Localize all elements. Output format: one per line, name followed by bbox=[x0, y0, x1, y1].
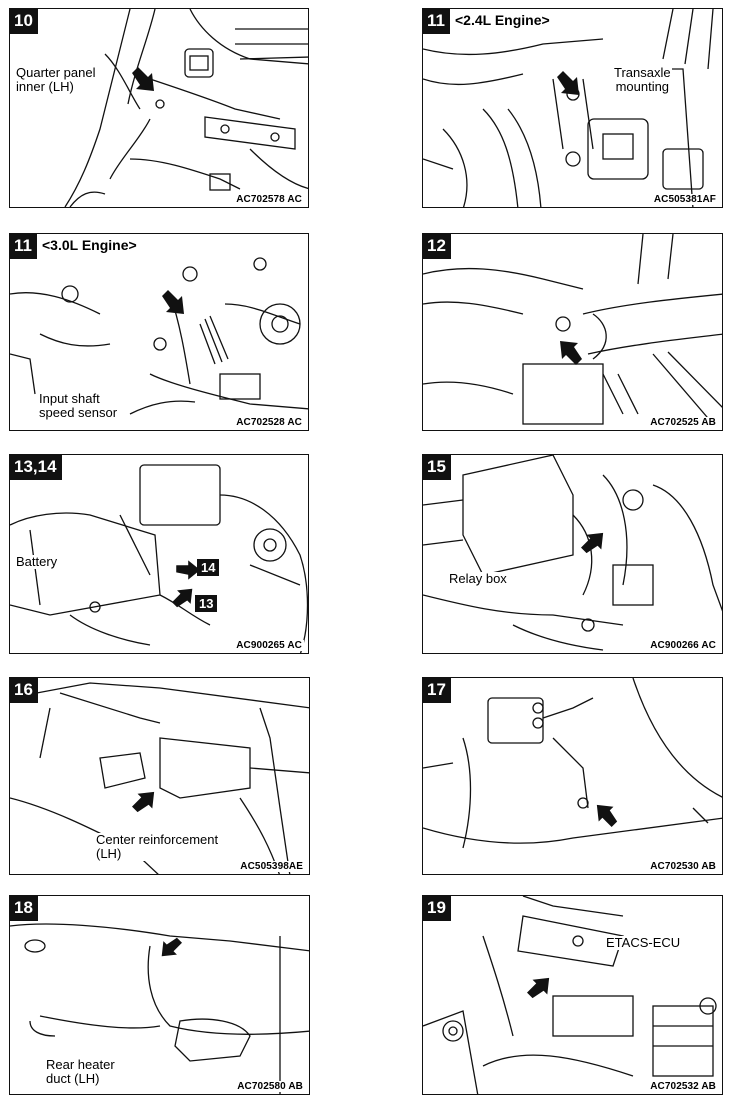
callout-13: 13 bbox=[195, 595, 218, 612]
line-drawing bbox=[423, 234, 722, 425]
line-drawing bbox=[423, 896, 717, 1094]
pointer-arrow-icon bbox=[581, 532, 604, 554]
line-drawing bbox=[423, 678, 722, 849]
step-number: 13,14 bbox=[10, 455, 62, 480]
step-number: 10 bbox=[10, 9, 38, 34]
step-number: 19 bbox=[423, 896, 451, 921]
pointer-arrow-icon bbox=[557, 71, 579, 95]
figure-panel-17: 17 AC702530 AB bbox=[422, 677, 723, 875]
figure-code: AC702528 AC bbox=[234, 417, 304, 428]
pointer-arrow-icon bbox=[527, 977, 550, 999]
center-reinforcement-label: Center reinforcement(LH) bbox=[95, 832, 220, 861]
step-number: 11 bbox=[423, 9, 450, 34]
figure-code: AC702525 AB bbox=[648, 417, 718, 428]
callout-14: 14 bbox=[197, 559, 220, 576]
figure-code: AC702530 AB bbox=[648, 861, 718, 872]
figure-panel-15: 15 Relay box AC900266 AC bbox=[422, 454, 723, 654]
figure-code: AC505398AE bbox=[238, 861, 305, 872]
figure-code: AC702578 AC bbox=[234, 194, 304, 205]
pointer-arrow-icon bbox=[176, 560, 201, 580]
battery-label: Battery bbox=[15, 554, 59, 569]
figure-code: AC702580 AB bbox=[235, 1081, 305, 1092]
step-number: 17 bbox=[423, 678, 451, 703]
figure-code: AC900265 AC bbox=[234, 640, 304, 651]
line-drawing bbox=[423, 9, 714, 207]
figure-panel-12: 12 AC702525 AB bbox=[422, 233, 723, 431]
figure-code: AC505381AF bbox=[651, 194, 718, 205]
line-drawing bbox=[10, 682, 309, 874]
engine-variant-heading: <3.0L Engine> bbox=[40, 237, 139, 253]
figure-code: AC702532 AB bbox=[648, 1081, 718, 1092]
line-drawing bbox=[423, 455, 722, 651]
figure-panel-16: 16 Center reinforcement(LH) AC505398AE bbox=[9, 677, 310, 875]
step-number: 12 bbox=[423, 234, 451, 259]
etacs-ecu-label: ETACS-ECU bbox=[605, 935, 682, 950]
pointer-arrow-icon bbox=[132, 67, 154, 91]
pointer-arrow-icon bbox=[161, 937, 182, 957]
figure-panel-13-14: 13,14 Battery 14 13 AC900265 AC bbox=[9, 454, 309, 654]
pointer-arrow-icon bbox=[596, 804, 618, 827]
pointer-arrow-icon bbox=[162, 290, 184, 314]
engine-variant-heading: <2.4L Engine> bbox=[453, 12, 552, 28]
line-drawing bbox=[10, 257, 308, 415]
pointer-arrow-icon bbox=[560, 341, 582, 365]
pointer-arrow-icon bbox=[172, 588, 193, 608]
figure-panel-19: 19 ETACS-ECU AC702532 AB bbox=[422, 895, 723, 1095]
line-drawing bbox=[10, 464, 308, 653]
step-number: 18 bbox=[10, 896, 38, 921]
relay-box-label: Relay box bbox=[448, 571, 508, 586]
step-number: 16 bbox=[10, 678, 38, 703]
pointer-arrow-icon bbox=[132, 791, 155, 813]
line-drawing bbox=[64, 9, 308, 207]
step-number: 11 bbox=[10, 234, 37, 259]
line-drawing bbox=[10, 923, 309, 1094]
figure-code: AC900266 AC bbox=[648, 640, 718, 651]
step-number: 15 bbox=[423, 455, 451, 480]
